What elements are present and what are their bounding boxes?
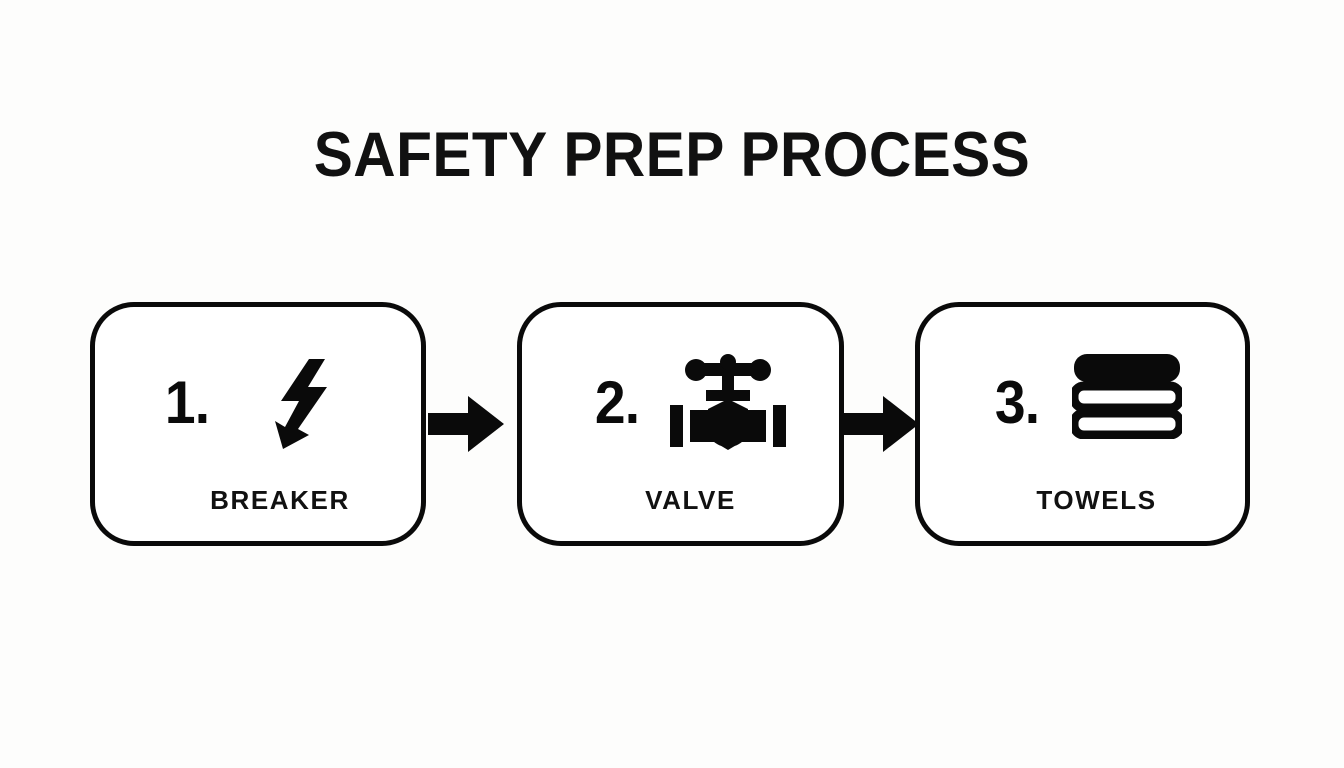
step-number: 2.: [595, 369, 640, 436]
valve-icon: [668, 353, 786, 453]
step-card-towels[interactable]: 3. TOWELS: [915, 302, 1250, 546]
step-card-breaker[interactable]: 1. BREAKER: [90, 302, 426, 546]
arrow-right-icon: [843, 394, 919, 454]
step-label: TOWELS: [1036, 485, 1157, 515]
step-label: BREAKER: [210, 485, 350, 515]
step-number: 1.: [164, 369, 210, 436]
step-label: VALVE: [645, 485, 736, 515]
step-card-content: 1.: [95, 347, 467, 459]
process-flow-row: 1. BREAKER 2.: [0, 302, 1344, 548]
towel-stack-icon: [1071, 353, 1182, 453]
step-card-valve[interactable]: 2.: [517, 302, 844, 546]
step-card-content: 3.: [920, 347, 1267, 459]
page-title: SAFETY PREP PROCESS: [313, 120, 1031, 190]
lightning-bolt-icon: [253, 353, 353, 453]
step-number: 3.: [995, 369, 1040, 436]
arrow-right-icon: [428, 394, 504, 454]
step-card-content: 2.: [522, 347, 859, 459]
